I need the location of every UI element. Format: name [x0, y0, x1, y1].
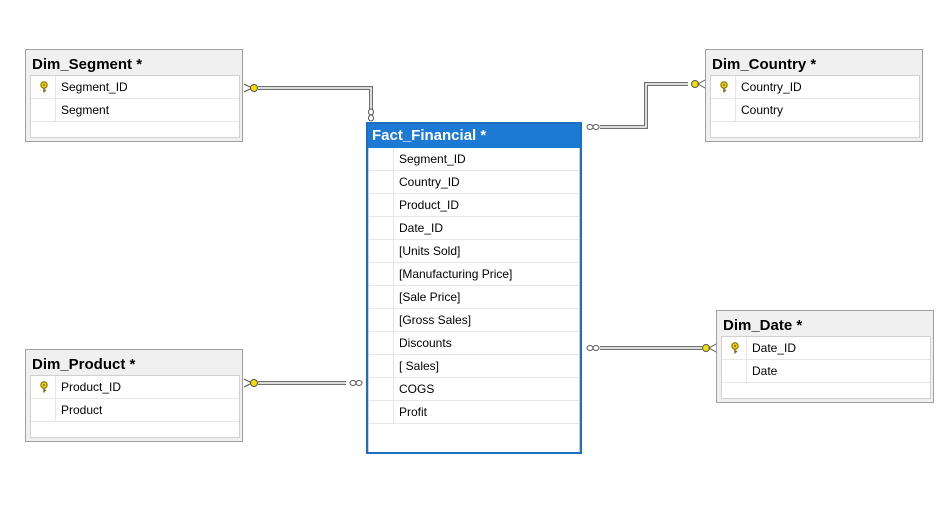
- column-row[interactable]: Product: [31, 399, 239, 422]
- column-row[interactable]: Country: [711, 99, 919, 122]
- column-row[interactable]: Date: [722, 360, 930, 383]
- column-name: Profit: [399, 405, 428, 419]
- column-row[interactable]: Discounts: [369, 332, 579, 355]
- column-row[interactable]: Segment: [31, 99, 239, 122]
- relationship-segment-fact[interactable]: [243, 83, 374, 122]
- column-row[interactable]: Segment_ID: [31, 76, 239, 99]
- column-name: Product_ID: [399, 198, 460, 212]
- column-name: Country_ID: [741, 80, 802, 94]
- column-row[interactable]: [Manufacturing Price]: [369, 263, 579, 286]
- column-name: [ Sales]: [399, 359, 440, 373]
- column-name: [Units Sold]: [399, 244, 461, 258]
- column-row[interactable]: Profit: [369, 401, 579, 424]
- column-name: [Gross Sales]: [399, 313, 472, 327]
- table-title: Dim_Segment *: [32, 56, 143, 73]
- column-row[interactable]: [ Sales]: [369, 355, 579, 378]
- primary-key-icon: [40, 81, 48, 93]
- primary-key-icon: [40, 381, 48, 393]
- column-row[interactable]: Product_ID: [369, 194, 579, 217]
- column-list: Country_ID Country: [710, 75, 920, 138]
- column-name: [Manufacturing Price]: [399, 267, 513, 281]
- table-dim-date[interactable]: Dim_Date * Date_ID Date: [716, 310, 934, 403]
- column-row[interactable]: Date_ID: [369, 217, 579, 240]
- column-row[interactable]: [Gross Sales]: [369, 309, 579, 332]
- column-name: Date: [752, 364, 778, 378]
- column-name: Product: [61, 403, 103, 417]
- column-name: Country: [741, 103, 784, 117]
- column-name: Date_ID: [752, 341, 797, 355]
- column-list: Product_ID Product: [30, 375, 240, 438]
- primary-key-icon: [731, 342, 739, 354]
- column-name: COGS: [399, 382, 435, 396]
- table-title: Fact_Financial *: [368, 124, 580, 148]
- column-row[interactable]: Country_ID: [369, 171, 579, 194]
- column-name: [Sale Price]: [399, 290, 461, 304]
- primary-key-icon: [720, 81, 728, 93]
- column-name: Segment_ID: [399, 152, 466, 166]
- column-row[interactable]: Country_ID: [711, 76, 919, 99]
- table-title: Dim_Country *: [712, 56, 817, 73]
- column-name: Discounts: [399, 336, 452, 350]
- column-row[interactable]: [Sale Price]: [369, 286, 579, 309]
- column-list: Segment_ID Country_ID Product_ID Date_ID…: [368, 148, 580, 452]
- column-list: Date_ID Date: [721, 336, 931, 399]
- relationship-date-fact[interactable]: [586, 343, 717, 353]
- table-dim-segment[interactable]: Dim_Segment * Segment_ID Segment: [25, 49, 243, 142]
- table-dim-product[interactable]: Dim_Product * Product_ID Product: [25, 349, 243, 442]
- column-name: Country_ID: [399, 175, 460, 189]
- column-row[interactable]: Date_ID: [722, 337, 930, 360]
- column-list: Segment_ID Segment: [30, 75, 240, 138]
- column-name: Date_ID: [399, 221, 444, 235]
- table-fact-financial[interactable]: Fact_Financial * Segment_ID Country_ID P…: [366, 122, 582, 454]
- relationship-product-fact[interactable]: [243, 378, 363, 388]
- column-row[interactable]: Product_ID: [31, 376, 239, 399]
- column-name: Segment_ID: [61, 80, 128, 94]
- column-row[interactable]: Segment_ID: [369, 148, 579, 171]
- column-name: Segment: [61, 103, 110, 117]
- column-row[interactable]: COGS: [369, 378, 579, 401]
- relationship-country-fact[interactable]: [586, 79, 706, 130]
- column-name: Product_ID: [61, 380, 122, 394]
- table-title: Dim_Date *: [723, 317, 803, 334]
- table-title: Dim_Product *: [32, 356, 136, 373]
- column-row[interactable]: [Units Sold]: [369, 240, 579, 263]
- table-dim-country[interactable]: Dim_Country * Country_ID Country: [705, 49, 923, 142]
